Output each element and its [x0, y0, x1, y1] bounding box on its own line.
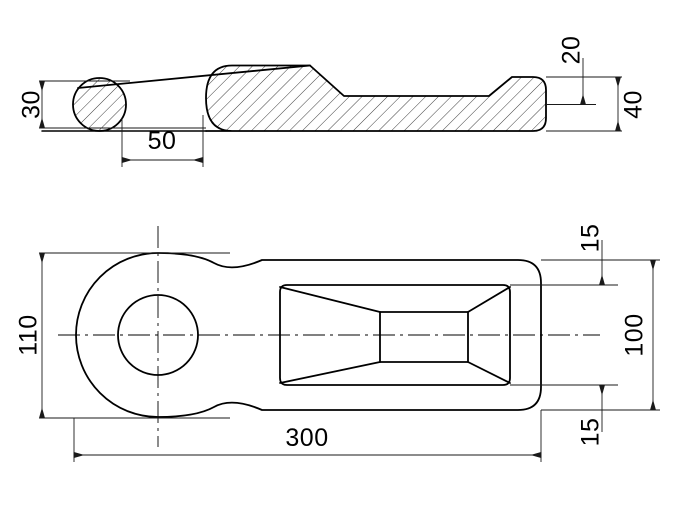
dimension-40: 40 [546, 76, 648, 132]
dimension-15-top: 15 [510, 224, 660, 286]
plan-pocket-taper-tr [467, 286, 511, 313]
dimension-20: 20 [546, 36, 622, 105]
dimension-50-label: 50 [148, 127, 177, 155]
dimension-100-label: 100 [621, 313, 649, 356]
dimension-15-bottom-label: 15 [577, 418, 605, 447]
dimension-15-bottom: 15 [510, 384, 618, 447]
dimension-100: 100 [541, 259, 660, 411]
dimension-30-label: 30 [18, 90, 46, 119]
plan-pocket-taper-tl [279, 286, 381, 313]
plan-pocket-taper-bl [279, 361, 381, 384]
plan-body-outline [75, 252, 542, 418]
section-upper-slope-line [77, 64, 311, 89]
dimension-20-label: 20 [558, 36, 586, 65]
plan-pocket-taper-br [467, 361, 511, 384]
dimension-50: 50 [121, 115, 204, 167]
plan-view-group: 110 300 15 100 [15, 224, 660, 462]
section-view-group: 30 50 20 40 [18, 36, 648, 167]
dimension-300: 300 [73, 410, 542, 462]
dimension-15-top-label: 15 [577, 224, 605, 253]
section-round-boss-hatch [73, 78, 126, 131]
dimension-40-label: 40 [620, 90, 648, 119]
section-body-hatch [206, 65, 546, 131]
section-body-outline [205, 64, 547, 132]
dimension-110: 110 [15, 252, 230, 419]
dimension-110-label: 110 [15, 314, 43, 355]
dimension-30: 30 [18, 80, 206, 129]
plan-pocket-inner [379, 311, 469, 363]
dimension-300-label: 300 [285, 424, 328, 452]
